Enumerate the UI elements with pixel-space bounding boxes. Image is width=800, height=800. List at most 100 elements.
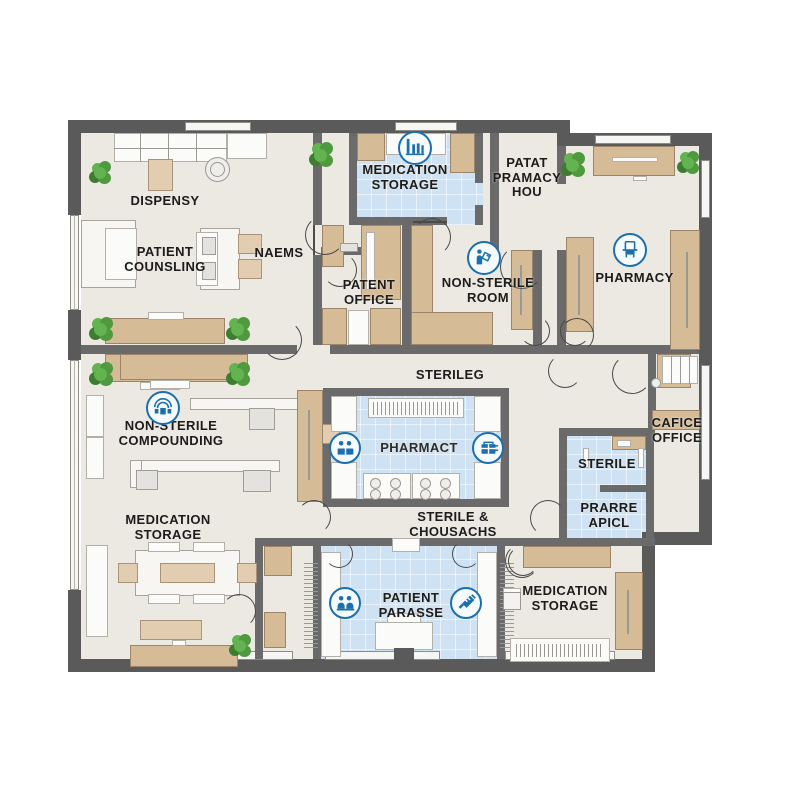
dispensary-shelf-run bbox=[114, 133, 227, 162]
interior-wall-v-pramacy-left bbox=[490, 133, 499, 225]
pharmacy-left-counter-line bbox=[578, 255, 580, 315]
patient-corridor-cabinet-a bbox=[264, 546, 292, 576]
room-label-pharmacy: PHARMACY bbox=[595, 270, 674, 285]
door-pair-right bbox=[560, 316, 590, 346]
door-patient-right bbox=[452, 540, 480, 568]
plant-ll bbox=[228, 632, 254, 660]
room-label-patat-pramacy-hou: PATAT PRAMACY HOU bbox=[492, 155, 562, 200]
sterile-suite-wall-left bbox=[559, 428, 567, 545]
sterile-sink bbox=[617, 440, 631, 447]
compounding-equip-a bbox=[249, 408, 275, 430]
room-label-naems: NAEMS bbox=[254, 245, 304, 260]
door-dispensary-to-medstorage bbox=[305, 215, 345, 255]
door-patient-left bbox=[325, 540, 353, 568]
medstorage-left-chair-b bbox=[237, 563, 257, 583]
medstorage-cabinet-left bbox=[357, 133, 385, 161]
room-label-pharmact: PHARMACT bbox=[380, 440, 458, 455]
medstorage-left-cabinet bbox=[140, 620, 202, 640]
patient-left-hatch bbox=[304, 562, 318, 648]
counsling-chair-b bbox=[202, 262, 216, 280]
medstorage-left-seat-a bbox=[148, 542, 180, 552]
interior-wall-medstorage-right bbox=[475, 133, 483, 183]
dispensary-shelf-div-2 bbox=[168, 133, 169, 162]
door-sterile-suite bbox=[530, 500, 566, 536]
pharmact-burner-5 bbox=[420, 478, 431, 489]
patentoffice-desk-surface bbox=[366, 232, 375, 290]
interior-wall-h-upperband-right bbox=[557, 345, 699, 354]
medstorage-left-counter bbox=[130, 645, 238, 667]
window-right-lower bbox=[701, 365, 710, 480]
syringe-icon bbox=[450, 587, 482, 619]
room-label-non-sterile-compounding: NON-STERILE COMPOUNDING bbox=[118, 418, 224, 448]
hood-icon bbox=[146, 391, 180, 425]
cafice-desk bbox=[652, 410, 700, 430]
outer-wall-left-upper bbox=[68, 120, 81, 215]
medstorage-left-chair-a bbox=[118, 563, 138, 583]
pharmacy-top-counter bbox=[593, 146, 675, 176]
interior-wall-v-dispensary-b bbox=[313, 255, 322, 345]
cleanroom-wall-bottom bbox=[323, 499, 509, 507]
room-label-medication-storage-top: MEDICATION STORAGE bbox=[362, 162, 448, 192]
medstorage-right-bench-hatch bbox=[516, 644, 604, 657]
window-right-upper bbox=[701, 160, 710, 218]
compounding-equip-b bbox=[243, 470, 271, 492]
compounding-wall-unit-b bbox=[86, 437, 104, 479]
medstorage-right-shelving bbox=[615, 572, 643, 650]
interior-wall-medstorage-left bbox=[349, 133, 357, 225]
interior-wall-v-pharmacy bbox=[557, 250, 566, 345]
patients-icon bbox=[329, 587, 361, 619]
room-label-non-sterile-room: NON-STERILE ROOM bbox=[441, 275, 535, 305]
cafice-shelf-div-3 bbox=[689, 356, 690, 384]
interior-wall-h-lowerband-right bbox=[503, 538, 565, 546]
window-left-lower-mullion bbox=[74, 360, 75, 590]
interior-wall-h-upperband-mid bbox=[330, 345, 557, 354]
cabinet-icon bbox=[472, 432, 504, 464]
vial-rack-icon bbox=[398, 131, 432, 165]
plant-pramacy bbox=[560, 150, 588, 180]
outer-wall-left-mid bbox=[68, 310, 81, 360]
patentoffice-small-item bbox=[340, 243, 358, 252]
door-leaf-dispensary bbox=[313, 225, 315, 255]
sterile-suite-wall-mid bbox=[600, 485, 654, 492]
pharmact-bench-right-top bbox=[474, 396, 501, 432]
cleanroom-outer-cabinet bbox=[297, 390, 323, 502]
pharmact-burner-6 bbox=[440, 478, 451, 489]
outer-wall-right-step bbox=[642, 532, 712, 545]
interior-wall-h-lowerband-left bbox=[255, 538, 323, 546]
patient-reception-top bbox=[387, 613, 421, 623]
door-medstorage-to-corridor bbox=[413, 218, 451, 256]
medstorage-left-table-inlay bbox=[160, 563, 215, 583]
dispensary-shelf-div-3 bbox=[196, 133, 197, 162]
room-label-sterile-chousachs: STERILE & CHOUSACHS bbox=[409, 509, 497, 539]
counsling-chair-a bbox=[202, 237, 216, 255]
plant-ul-3 bbox=[225, 315, 253, 343]
compounding-wall-unit-a bbox=[86, 395, 104, 437]
sterile-suite-wall-top bbox=[559, 428, 655, 436]
sterile-door-panel-a bbox=[583, 448, 589, 468]
door-sterile-corridor bbox=[548, 354, 582, 388]
door-medstorage-right-top bbox=[508, 546, 538, 576]
equip-cross-box bbox=[503, 592, 521, 610]
technician-icon bbox=[329, 432, 361, 464]
dispensary-round-table-inner bbox=[210, 162, 225, 177]
pharmact-burner-7 bbox=[420, 489, 431, 500]
pharmacy-right-shelving bbox=[670, 230, 700, 350]
room-label-sterile: STERILE bbox=[578, 456, 636, 471]
cafice-clock bbox=[651, 378, 661, 388]
room-label-dispensary: DISPENSY bbox=[130, 193, 200, 208]
interior-wall-patentoffice-right bbox=[402, 225, 411, 345]
patient-reception-desk bbox=[375, 622, 433, 650]
plant-pharmacy bbox=[676, 149, 702, 177]
cafice-shelf-div-1 bbox=[671, 356, 672, 384]
pharmact-bench-left-top bbox=[331, 396, 357, 432]
door-leaf-medstorage bbox=[413, 221, 447, 223]
pharmact-bench-left-bottom bbox=[331, 462, 357, 499]
cleanroom-outer-cabinet-line bbox=[308, 410, 310, 480]
pharmact-bench-right-bottom bbox=[474, 462, 501, 499]
sterile-suite-wall-bottom bbox=[559, 538, 655, 546]
medstorage-left-seat-d bbox=[193, 594, 225, 604]
pharmacy-top-counter-drawer bbox=[633, 176, 647, 181]
plant-top-center bbox=[308, 140, 336, 170]
plant-ml-2 bbox=[225, 360, 253, 388]
